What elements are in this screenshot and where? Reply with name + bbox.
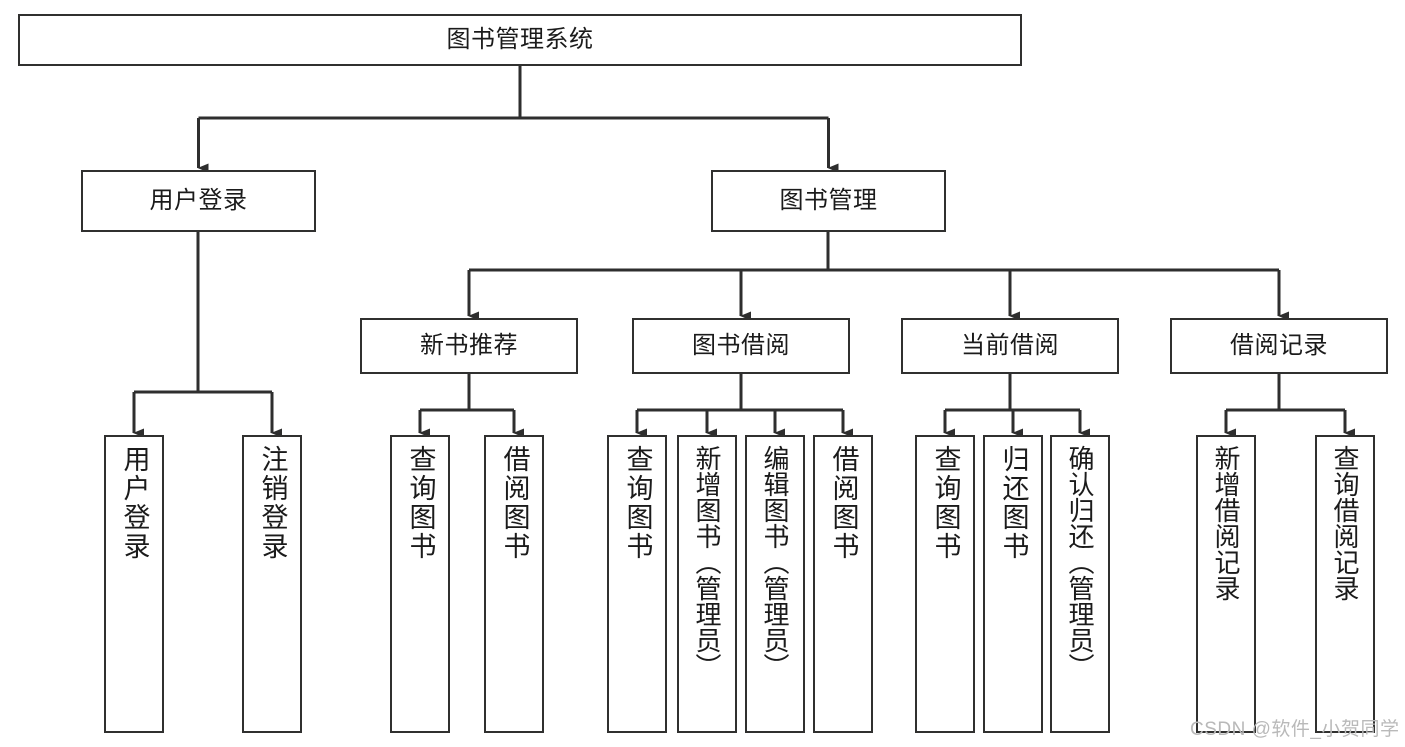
- node-label: 新书推荐: [420, 331, 518, 359]
- node-label: 用户登录: [149, 186, 248, 214]
- node-newbook[interactable]: 新书推荐: [360, 318, 578, 374]
- node-leaf-return-book[interactable]: 归还图书: [983, 435, 1043, 733]
- node-label: 查询图书: [405, 445, 436, 561]
- node-leaf-login[interactable]: 用户登录: [104, 435, 164, 733]
- node-label: 新增图书（管理员）: [692, 445, 722, 679]
- node-label: 注销登录: [257, 445, 288, 561]
- node-leaf-query-new[interactable]: 查询图书: [390, 435, 450, 733]
- node-leaf-confirm-ret[interactable]: 确认归还（管理员）: [1050, 435, 1110, 733]
- node-leaf-query-book[interactable]: 查询图书: [607, 435, 667, 733]
- node-label: 借阅记录: [1230, 331, 1328, 359]
- node-leaf-query-record[interactable]: 查询借阅记录: [1315, 435, 1375, 733]
- node-borrow[interactable]: 图书借阅: [632, 318, 850, 374]
- node-label: 归还图书: [998, 445, 1029, 561]
- node-label: 图书借阅: [692, 331, 790, 359]
- node-leaf-edit-book[interactable]: 编辑图书（管理员）: [745, 435, 805, 733]
- node-label: 当前借阅: [961, 331, 1059, 359]
- node-login[interactable]: 用户登录: [81, 170, 316, 232]
- node-leaf-add-book[interactable]: 新增图书（管理员）: [677, 435, 737, 733]
- node-leaf-logout[interactable]: 注销登录: [242, 435, 302, 733]
- node-label: 查询图书: [930, 445, 961, 561]
- node-leaf-borrow-book[interactable]: 借阅图书: [813, 435, 873, 733]
- node-label: 借阅图书: [499, 445, 530, 561]
- node-leaf-borrow-new[interactable]: 借阅图书: [484, 435, 544, 733]
- watermark: CSDN @软件_小贺同学: [1190, 719, 1400, 740]
- node-label: 确认归还（管理员）: [1065, 445, 1095, 679]
- node-root[interactable]: 图书管理系统: [18, 14, 1022, 66]
- node-label: 编辑图书（管理员）: [760, 445, 790, 679]
- node-label: 查询借阅记录: [1330, 445, 1360, 601]
- node-records[interactable]: 借阅记录: [1170, 318, 1388, 374]
- node-bookmgmt[interactable]: 图书管理: [711, 170, 946, 232]
- node-leaf-add-record[interactable]: 新增借阅记录: [1196, 435, 1256, 733]
- node-label: 查询图书: [622, 445, 653, 561]
- node-label: 图书管理系统: [446, 25, 594, 53]
- node-label: 借阅图书: [828, 445, 859, 561]
- node-label: 图书管理: [779, 186, 878, 214]
- node-label: 新增借阅记录: [1211, 445, 1241, 601]
- node-current[interactable]: 当前借阅: [901, 318, 1119, 374]
- node-label: 用户登录: [119, 445, 150, 561]
- edge-group: [132, 66, 1355, 438]
- node-leaf-query-cur[interactable]: 查询图书: [915, 435, 975, 733]
